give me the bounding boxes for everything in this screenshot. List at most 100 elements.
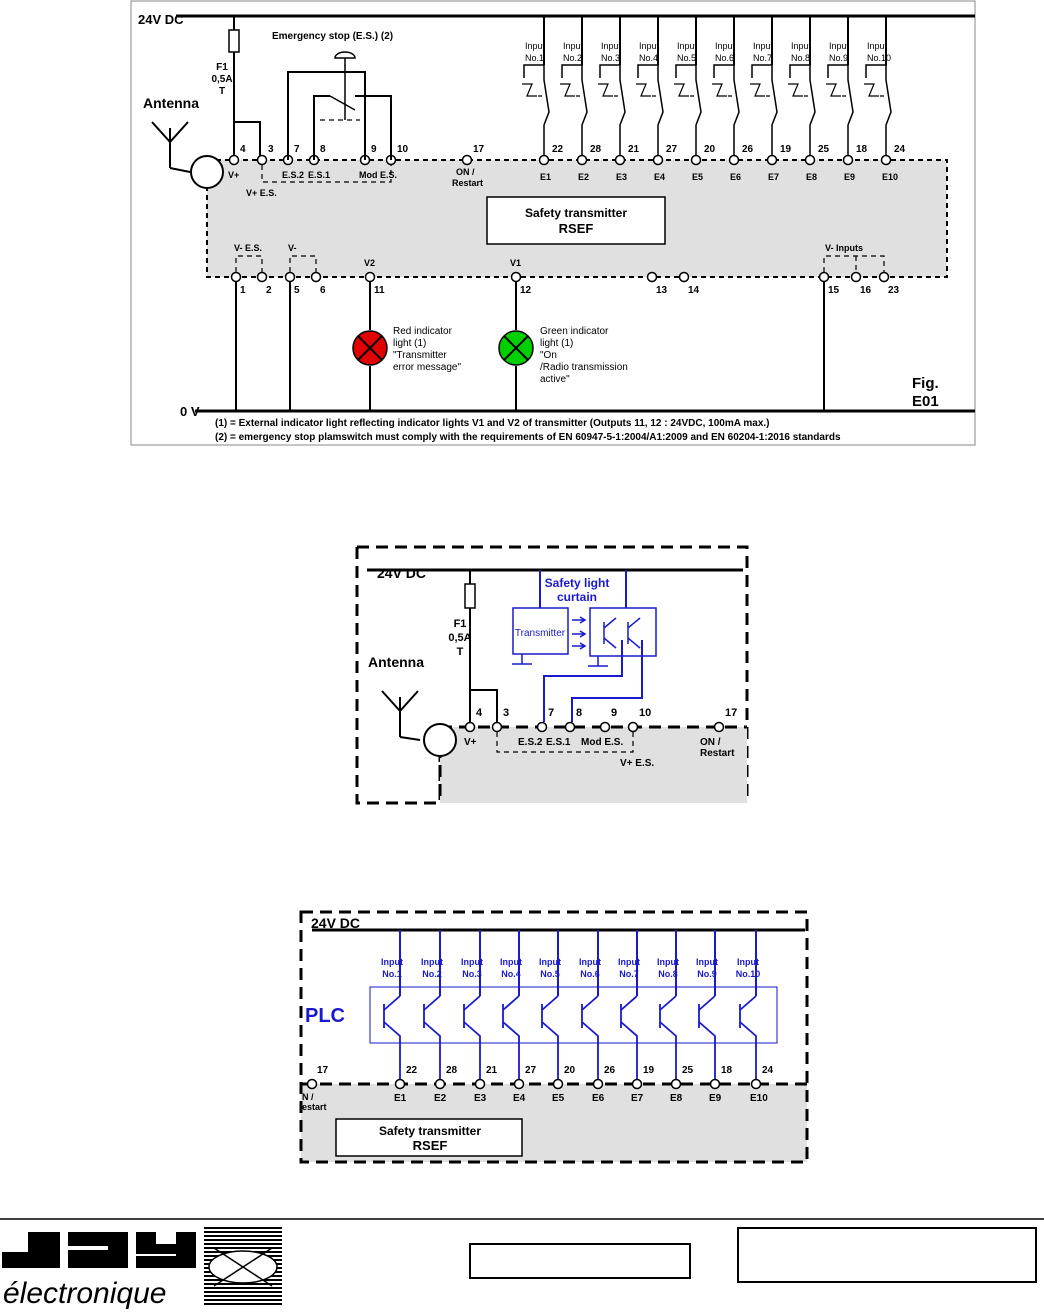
input-label: No.3 — [601, 53, 620, 63]
terminal-top — [842, 154, 854, 166]
terminal-number: 7 — [294, 144, 300, 155]
terminal-sub: E.S.2 — [518, 737, 543, 748]
on-restart: Restart — [700, 748, 735, 759]
terminal-number: 17 — [725, 707, 737, 719]
transistor-icon — [627, 617, 641, 649]
on-restart: Restart — [452, 178, 483, 188]
input-e: E3 — [616, 172, 627, 182]
transistor-icon — [739, 995, 757, 1084]
supply-label: 24V DC — [138, 12, 184, 27]
plc-box — [369, 986, 778, 1044]
input-label: No.9 — [829, 53, 848, 63]
fuse-icon — [228, 29, 240, 53]
pushbutton-icon — [712, 83, 732, 97]
on-restart: ON / — [456, 167, 475, 177]
green-light-text: light (1) — [540, 338, 573, 349]
wire — [675, 64, 696, 78]
wire — [599, 64, 620, 78]
es-bridge — [261, 165, 392, 183]
green-light-text: /Radio transmission — [540, 362, 628, 373]
input-label: No.2 — [563, 53, 582, 63]
terminal-top — [434, 1078, 446, 1090]
plc-input-label: No.10 — [736, 969, 761, 979]
terminal-number: 12 — [520, 285, 532, 296]
transistor-icon — [383, 995, 401, 1084]
wire — [289, 255, 317, 272]
input-label: No.10 — [867, 53, 891, 63]
input-label: Input — [753, 41, 774, 51]
terminal-top — [631, 1078, 643, 1090]
pushbutton-icon — [522, 83, 542, 97]
red-light-text: light (1) — [393, 338, 426, 349]
ground-icon — [512, 654, 532, 665]
input-e: E3 — [474, 1093, 487, 1104]
plc-input-label: Input — [381, 957, 403, 967]
plc-input-label: Input — [618, 957, 640, 967]
curtain-label: Safety light — [545, 576, 610, 590]
plc-input-label: Input — [539, 957, 561, 967]
input-switch-icon — [847, 65, 854, 160]
wire — [637, 64, 658, 78]
terminal-number: 23 — [888, 285, 900, 296]
terminal-top — [474, 1078, 486, 1090]
zero-label: 0 V — [180, 404, 200, 419]
transistor-icon — [698, 995, 716, 1084]
terminal-number: 26 — [604, 1065, 616, 1076]
terminal-bottom — [678, 271, 690, 283]
plc-input-label: No.1 — [382, 969, 402, 979]
terminal-top — [728, 154, 740, 166]
wire — [329, 65, 356, 120]
green-light-text: active" — [540, 374, 570, 385]
terminal-sub: Mod E.S. — [581, 737, 623, 748]
plc-input-label: Input — [421, 957, 443, 967]
fig-label: Fig. — [912, 375, 939, 392]
plc-input-label: No.8 — [658, 969, 678, 979]
supply-label: 24V DC — [311, 915, 360, 931]
red-light-text: Red indicator — [393, 326, 453, 337]
terminal-top — [536, 721, 548, 733]
terminal-sub: E.S.1 — [546, 737, 571, 748]
input-label: Input — [563, 41, 584, 51]
group-label: V2 — [364, 258, 375, 268]
wire — [571, 640, 643, 722]
fuse-label: F1 — [216, 62, 228, 73]
plc-input-label: Input — [461, 957, 483, 967]
input-e: E1 — [540, 172, 551, 182]
terminal-number: 3 — [503, 707, 509, 719]
terminal-number: 28 — [446, 1065, 458, 1076]
group-label: V- Inputs — [825, 243, 863, 253]
plc-input-label: Input — [696, 957, 718, 967]
terminal-number: 10 — [397, 144, 409, 155]
terminal-bottom — [510, 271, 522, 283]
input-e: E5 — [552, 1093, 565, 1104]
plc-input-label: No.7 — [619, 969, 639, 979]
plc-input-label: Input — [500, 957, 522, 967]
terminal-top — [228, 154, 240, 166]
curtain-label: curtain — [557, 590, 597, 604]
pushbutton-icon — [636, 83, 656, 97]
fig2-border — [355, 547, 442, 805]
terminal-number: 20 — [704, 144, 716, 155]
terminal-top — [709, 1078, 721, 1090]
vplus-es-label: V+ E.S. — [620, 758, 654, 769]
input-e: E6 — [730, 172, 741, 182]
input-e: E6 — [592, 1093, 605, 1104]
terminal-number: 13 — [656, 285, 668, 296]
plc-input-label: Input — [579, 957, 601, 967]
terminal-number: 8 — [320, 144, 326, 155]
pushbutton-icon — [864, 83, 884, 97]
terminal-top — [750, 1078, 762, 1090]
input-label: Input — [639, 41, 660, 51]
terminal-number: 21 — [628, 144, 640, 155]
terminal-number: 18 — [721, 1065, 733, 1076]
fuse-label: T — [457, 646, 464, 658]
plc-input-label: Input — [657, 957, 679, 967]
transistor-icon — [659, 995, 677, 1084]
wire — [503, 335, 529, 361]
terminal-top — [513, 1078, 525, 1090]
input-label: Input — [867, 41, 888, 51]
terminal-number: 3 — [268, 144, 274, 155]
terminal-top — [464, 721, 476, 733]
logo-y-icon — [136, 1232, 196, 1268]
transistor-icon — [502, 995, 520, 1084]
